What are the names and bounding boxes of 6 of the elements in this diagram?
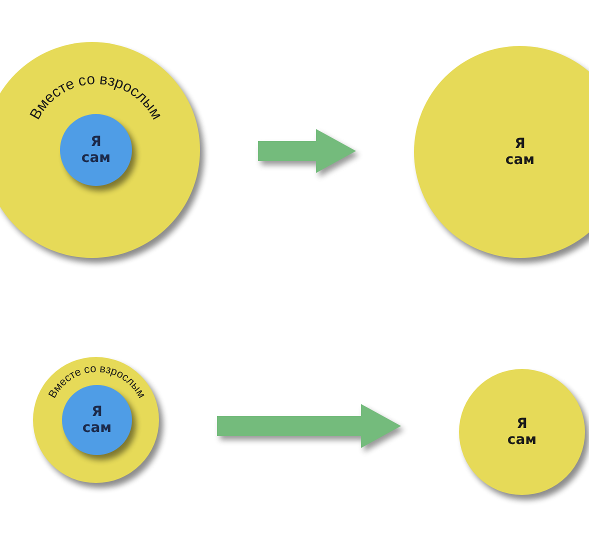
arrow [217, 404, 401, 448]
arrow [258, 129, 356, 173]
node-label: Я сам [82, 404, 112, 436]
node-label: Я сам [81, 134, 111, 166]
node-label: Я сам [505, 136, 535, 168]
node-label: Я сам [507, 416, 537, 448]
